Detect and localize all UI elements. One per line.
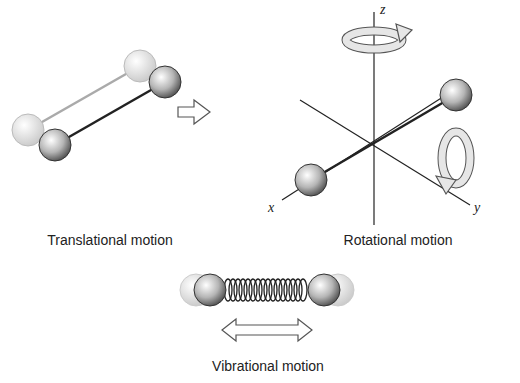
motion-caption: Vibrational motion bbox=[212, 358, 324, 374]
translational-molecule bbox=[12, 50, 210, 161]
motion-caption: Rotational motion bbox=[344, 232, 453, 248]
vibrational-molecule bbox=[180, 274, 354, 341]
axis-label: x bbox=[268, 200, 274, 216]
coil-turn bbox=[299, 279, 307, 301]
motion-caption: Translational motion bbox=[47, 232, 173, 248]
axis-label: y bbox=[474, 200, 480, 216]
spring-coil bbox=[224, 279, 307, 301]
axis-label: z bbox=[380, 2, 385, 18]
rotational-molecule bbox=[282, 12, 472, 225]
